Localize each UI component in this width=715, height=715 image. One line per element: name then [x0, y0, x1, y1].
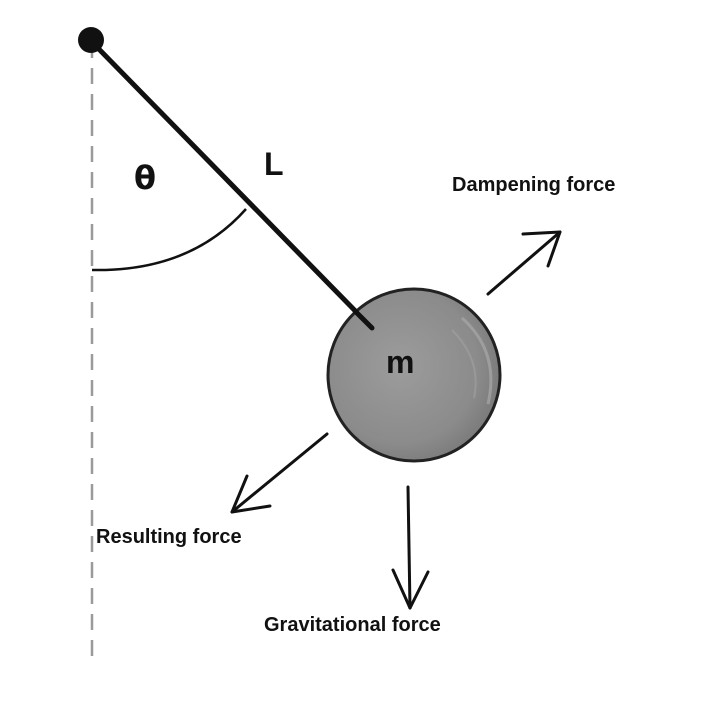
- length-label: L: [264, 146, 284, 182]
- pendulum-bob: [326, 287, 502, 463]
- gravitational-force-arrow: [391, 485, 430, 610]
- pendulum-string: [88, 38, 375, 331]
- angle-arc: [91, 208, 247, 272]
- bob-shading: [460, 316, 493, 405]
- gravitational-force-label: Gravitational force: [264, 614, 441, 636]
- resulting-force-arrow: [230, 432, 329, 514]
- dampening-force-arrow: [486, 230, 562, 296]
- string-end: [352, 308, 375, 331]
- dampening-force-label: Dampening force: [452, 174, 616, 196]
- mass-label: m: [386, 344, 415, 380]
- angle-label: θ: [134, 159, 156, 197]
- pivot-point: [78, 27, 104, 53]
- bob-shading-inner: [451, 329, 477, 399]
- resulting-force-label: Resulting force: [96, 526, 242, 548]
